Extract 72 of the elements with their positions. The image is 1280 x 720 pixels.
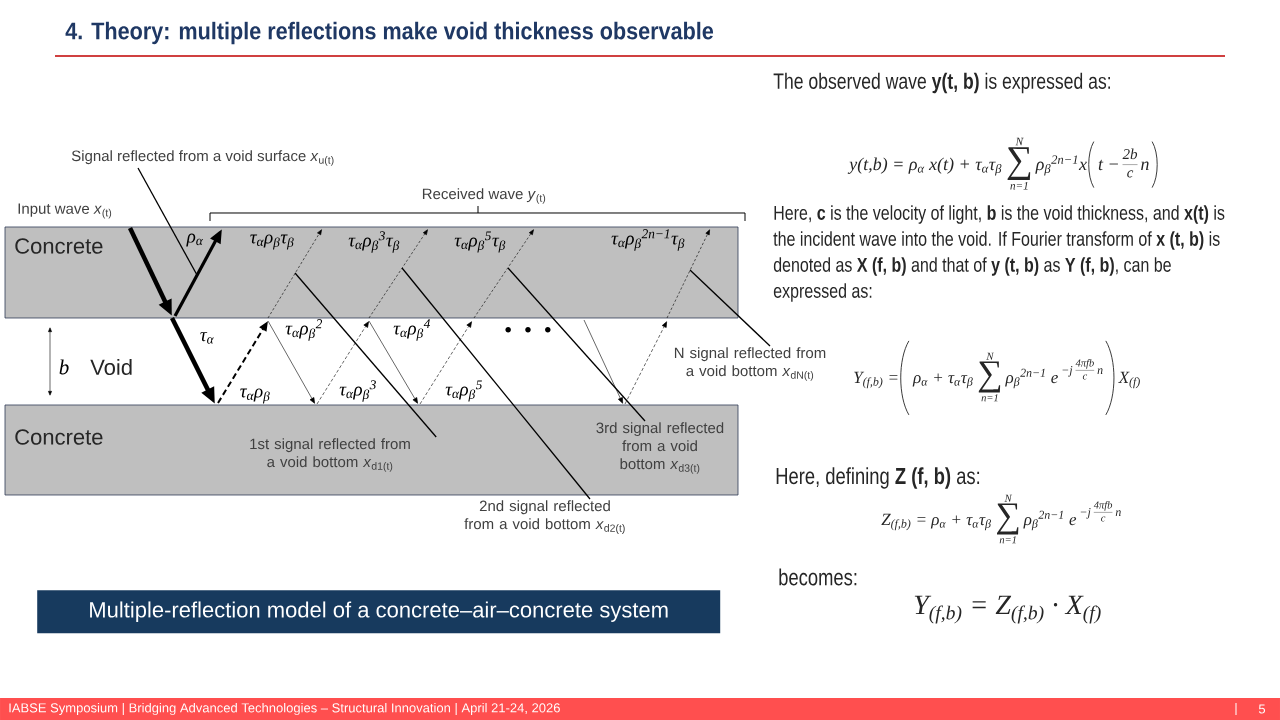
label: c <box>1101 516 1106 522</box>
dimension-label: b <box>59 359 69 375</box>
label: X$_{(f)}$ <box>1118 371 1140 389</box>
label: ∑ <box>997 503 1019 535</box>
equation: Z$_{(f,b)}$ = ρ$_{α}$ + τ$_{α}$τ$_{β}$ N ∑ n=1 ρ$_{β}$$^{2n−1}$ e −j 4πfb c n <box>881 494 1121 544</box>
math-label: τ$_{α}$ρ$_{β}$$^{5}$τ$_{β}$ <box>454 231 506 253</box>
annotation-text: 3rd signal reflected from a void bottom x$_{d3(t)}$ <box>596 422 724 474</box>
label: −j <box>1080 508 1091 519</box>
math-label: τ$_{α}$ρ$_{β}$4 <box>393 319 431 341</box>
label: ρ$_{β}$$^{2n−1}$x <box>1035 155 1087 176</box>
label: n=1 <box>981 394 998 402</box>
math-label: τ$_{α}$ρ$_{β}$5 <box>445 380 482 402</box>
label: N <box>1015 137 1024 146</box>
label: y(t,b) = ρ$_{α}$ x(t) + τ$_{α}$τ$_{β}$ <box>847 157 1002 176</box>
math-label: τ$_{α}$ρ$_{β}$$^{2n−1}$τ$_{β}$ <box>611 229 685 251</box>
equation: y(t,b) = ρ$_{α}$ x(t) + τ$_{α}$τ$_{β}$ N ∑ n=1 ρ$_{β}$$^{2n−1}$x t − 2b c n <box>847 137 1158 190</box>
equation: Y$_{(f,b)}$ = ρ$_{α}$ + τ$_{α}$τ$_{β}$ N ∑ n=1 ρ$_{β}$$^{2n−1}$ e −j 4πfb c n X$_{(f)}$ <box>854 340 1140 416</box>
caption-banner: Multiple-reflection model of a concrete–air–concrete system <box>37 590 721 634</box>
label: c <box>1082 374 1088 380</box>
paragraph: Here, c is the velocity of light, b is the void thickness, and x(t) is the incident wave into the void. If Fourier transform of x (t, b) is denoted as X (f, b) and that of y (t, b) as Y (f, b), can be expressed as: <box>773 205 1225 302</box>
label: ∑ <box>978 361 1001 393</box>
leader-line <box>294 272 437 438</box>
equation: Y$_{(f,b)}$ = Z$_{(f,b)}$ · X$_{(f)}$ <box>914 595 1101 624</box>
label: 4πfb <box>1093 501 1113 511</box>
math-label: τ$_{α}$ρ$_{β}$3 <box>339 380 376 402</box>
label: n=1 <box>1010 181 1028 190</box>
annotation-text: Signal reflected from a void surface x$_{u(t)}$ <box>71 150 334 166</box>
label: Y$_{(f,b)}$ = <box>854 371 898 389</box>
bracket-label: Received wave y$_{(t)}$ <box>422 188 546 204</box>
label: n=1 <box>999 536 1016 544</box>
math-label: τ$_{α}$ρ$_{β}$$^{3}$τ$_{β}$ <box>348 231 400 253</box>
region-label: Void <box>90 358 132 376</box>
leader-line <box>689 269 771 347</box>
dashed-arrow <box>316 321 369 405</box>
label: ∑ <box>1007 147 1031 180</box>
arrow <box>267 320 315 404</box>
label: N <box>986 352 994 360</box>
math-label: τ$_{α}$ρ$_{β}$2 <box>285 319 323 341</box>
title: 4. Theory: multiple reflections make void thickness observable <box>65 21 714 45</box>
label: c <box>1127 170 1134 178</box>
label: ρ$_{β}$$^{2n−1}$ e <box>1005 368 1058 389</box>
label: ρ$_{β}$$^{2n−1}$ e <box>1023 510 1077 531</box>
text-line: The observed wave y(t, b) is expressed as: <box>773 72 1110 94</box>
label: ρ$_{α}$ + τ$_{α}$τ$_{β}$ <box>912 373 973 389</box>
text-line: Here, defining Z (f, b) as: <box>776 467 980 489</box>
separator: | <box>1235 702 1237 716</box>
math-label: τ$_{α}$ <box>200 332 214 344</box>
ellipsis: · · · <box>505 327 551 333</box>
dashed-arrow <box>624 321 667 405</box>
dashed-arrow <box>419 321 472 405</box>
math-label: ρ$_{α}$ <box>186 233 204 247</box>
annotation-text: N signal reflected from a void bottom x$_{dN(t)}$ <box>674 347 826 381</box>
text-line: becomes: <box>779 568 857 586</box>
footer-text: IABSE Symposium | Bridging Advanced Technologies – Structural Innovation | April 21-24, 2026 <box>9 702 560 716</box>
label: Z$_{(f,b)}$ = ρ$_{α}$ + τ$_{α}$τ$_{β}$ <box>881 513 991 531</box>
leader-line <box>137 167 198 276</box>
math-label: τ$_{α}$ρ$_{β}$τ$_{β}$ <box>250 234 294 250</box>
arrow <box>368 320 418 404</box>
page-number: 5 <box>1258 704 1266 714</box>
label: −j <box>1062 366 1073 377</box>
leader-line <box>507 267 646 422</box>
label: t − <box>1098 159 1118 171</box>
label: N <box>1004 494 1013 502</box>
arrow <box>583 319 623 404</box>
annotation-text: 1st signal reflected from a void bottom x$_{d1(t)}$ <box>250 438 410 472</box>
label: n <box>1141 161 1149 170</box>
label: n <box>1097 368 1103 374</box>
label: 4πfb <box>1075 359 1094 369</box>
label: 2b <box>1122 148 1138 160</box>
math-label: τ$_{α}$ρ$_{β}$ <box>240 388 270 404</box>
label: n <box>1115 510 1121 516</box>
annotation-text: 2nd signal reflected from a void bottom x$_{d2(t)}$ <box>464 500 625 534</box>
